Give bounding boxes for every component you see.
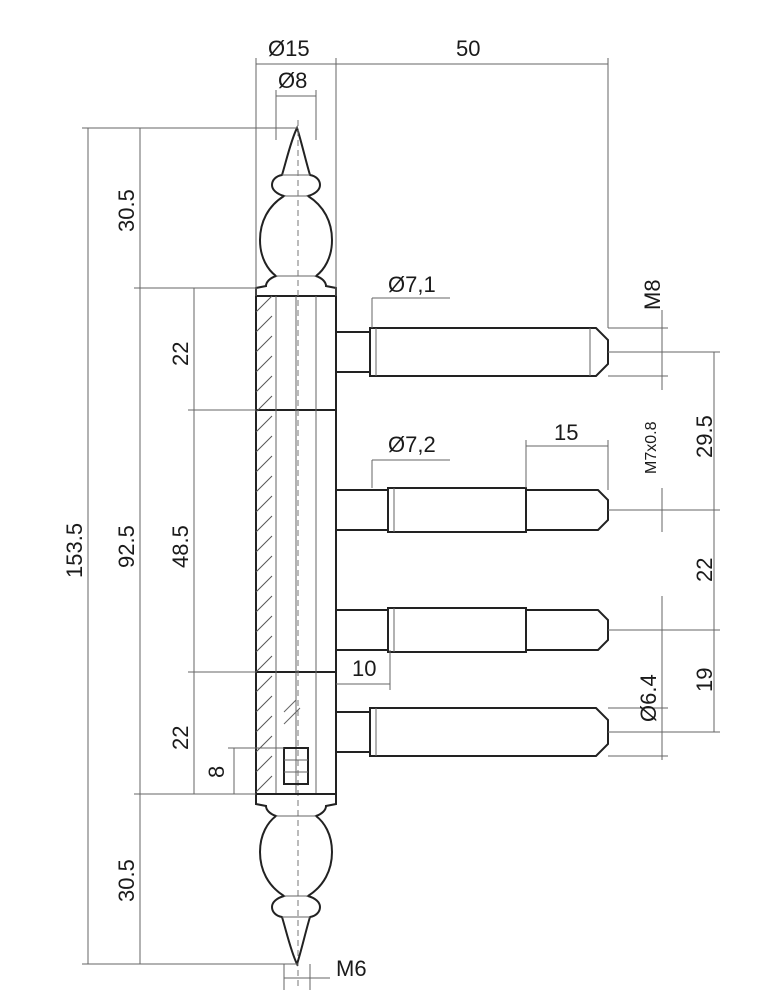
dim-lower-segment: 22 (168, 726, 193, 750)
pin-2 (335, 487, 609, 533)
pin-3 (335, 607, 609, 653)
dim-bottom-cap-height: 30.5 (114, 859, 139, 902)
dim-top-width: 50 (456, 36, 480, 61)
dimension-lines (82, 58, 720, 990)
dim-screw-depth: 8 (204, 766, 229, 778)
dim-thread-length: 15 (554, 420, 578, 445)
pin-1 (335, 327, 609, 377)
dim-pin-spacing-1: 29.5 (692, 415, 717, 458)
dim-offset: 10 (352, 656, 376, 681)
dim-pin-spacing-3: 19 (692, 668, 717, 692)
dim-bottom-thread: M6 (336, 956, 367, 981)
dim-pin4-diameter: Ø6.4 (636, 674, 661, 722)
dim-middle-segment: 48.5 (168, 525, 193, 568)
dim-overall-height: 153.5 (62, 523, 87, 578)
dim-thread-m7: M7x0.8 (643, 421, 660, 474)
dim-pin-spacing-2: 22 (692, 558, 717, 582)
pin-4 (335, 707, 609, 757)
dim-pin1-diameter: Ø7,1 (388, 272, 436, 297)
section-hatch (255, 295, 273, 793)
dim-thread-m8: M8 (640, 279, 665, 310)
dim-top-cap-height: 30.5 (114, 189, 139, 232)
dim-top-diameter-inner: Ø8 (278, 68, 307, 93)
dim-upper-segment: 22 (168, 342, 193, 366)
dim-top-diameter-outer: Ø15 (268, 36, 310, 61)
dim-pin2-diameter: Ø7,2 (388, 432, 436, 457)
dimension-labels: Ø15 Ø8 50 153.5 30.5 92.5 30.5 22 48.5 2… (62, 36, 717, 981)
hinge-body (255, 120, 337, 990)
dim-body-height: 92.5 (114, 525, 139, 568)
